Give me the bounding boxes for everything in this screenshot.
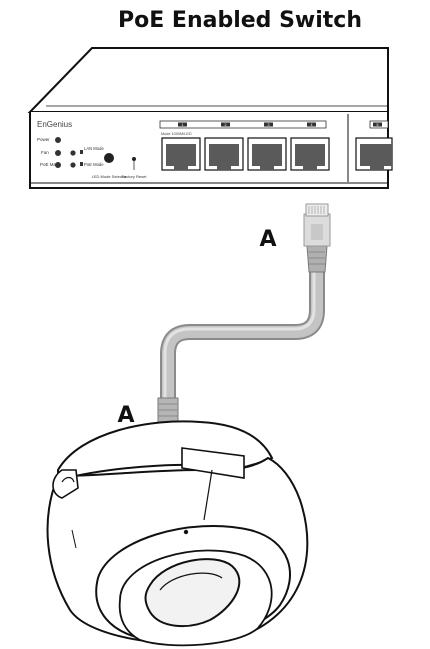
lan-mode-label: LAN Mode — [84, 146, 104, 151]
factory-reset-button — [132, 157, 136, 161]
port-number-3: 3 — [268, 123, 270, 127]
poe-mode-label: PoE Mode — [84, 162, 104, 167]
ethernet-port-2 — [205, 138, 243, 170]
port-number-4: 4 — [311, 123, 313, 127]
power-led-icon — [55, 137, 61, 143]
switch-brand-logo: EnGenius — [37, 120, 72, 129]
fan-led-icon — [55, 150, 61, 156]
ethernet-port-1 — [162, 138, 200, 170]
lan-mode-led-icon — [70, 150, 75, 155]
ethernet-port-4 — [291, 138, 329, 170]
ethernet-port-3 — [248, 138, 286, 170]
diagram-title: PoE Enabled Switch — [118, 8, 362, 33]
callout-label-camera: A — [117, 403, 134, 428]
camera-sensor-dot — [184, 530, 188, 534]
led-mode-selector-button — [104, 153, 114, 163]
factory-reset-label: Factory Reset — [122, 174, 148, 179]
ethernet-cable — [165, 270, 317, 402]
indicator-label-power: Power — [37, 137, 50, 142]
indicator-label-fan: Fan — [41, 150, 49, 155]
poe-mode-led-icon — [70, 162, 75, 167]
port-header-label: Mode 1000M/LED — [161, 132, 192, 136]
switch-top-surface — [30, 48, 388, 112]
port-number-2: 2 — [225, 123, 227, 127]
port-number-1: 1 — [182, 123, 184, 127]
callout-label-connector: A — [259, 227, 276, 252]
rj45-connector-icon — [304, 204, 330, 272]
dome-camera — [48, 421, 308, 645]
ethernet-port-5 — [356, 138, 392, 170]
poe-switch: EnGenius Power Fan PoE Max LAN Mode PoE … — [30, 48, 392, 188]
port-number-5: 5 — [377, 123, 379, 127]
poe-max-led-icon — [55, 162, 61, 168]
